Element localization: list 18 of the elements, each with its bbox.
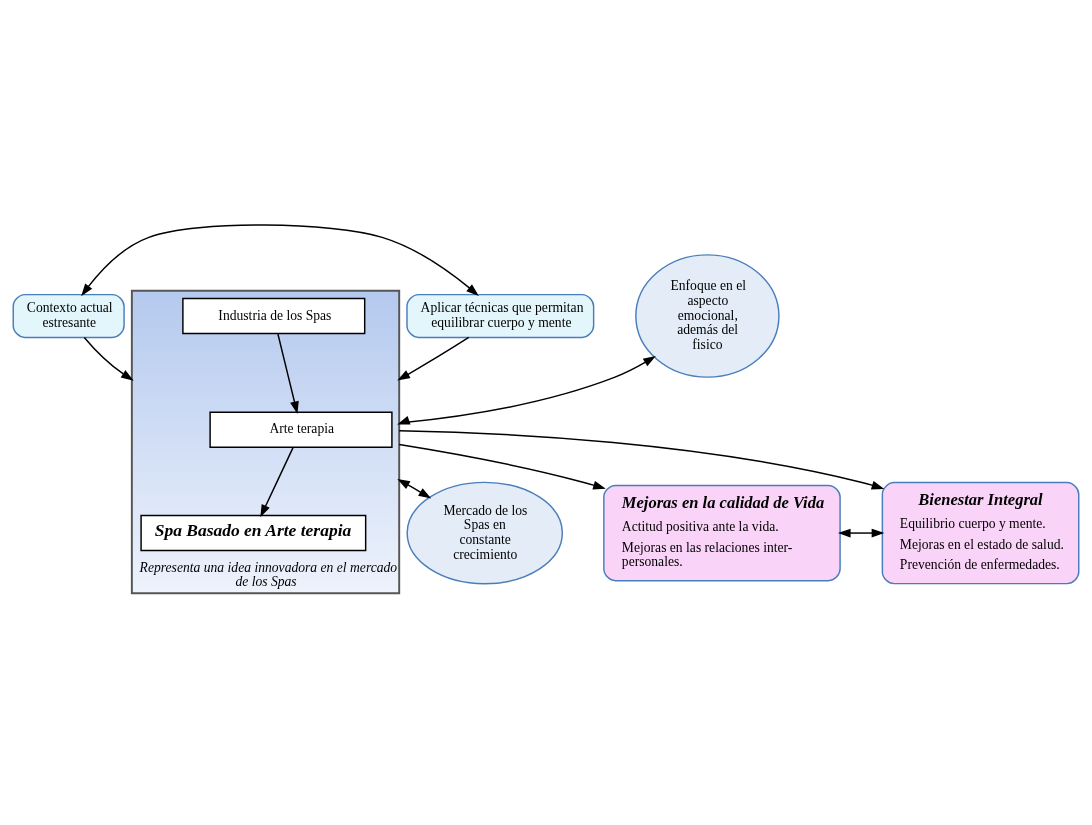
node-box: Arte terapia	[209, 410, 393, 448]
arrow	[398, 443, 606, 489]
arrow	[397, 336, 470, 380]
node-box: Contexto actual estresante	[12, 293, 125, 338]
arrow	[277, 332, 299, 414]
arrow	[837, 528, 885, 537]
node-box: Industria de los Spas	[182, 297, 366, 334]
arrow	[397, 355, 656, 424]
arrow	[398, 429, 885, 489]
node-box: Bienestar Integral Equilibrio cuerpo y mente. Mejoras en el estado de salud. Prevención de enfermedades.	[881, 481, 1080, 584]
arrow	[83, 336, 134, 381]
node-box: Mejoras en la calidad de Vida Actitud positiva ante la vida. Mejoras en las relaciones inter- personales.	[603, 484, 841, 581]
arrow	[260, 446, 294, 517]
node-box: Aplicar técnicas que permitan equilibrar cuerpo y mente	[406, 293, 595, 338]
node-box: Spa Basado en Arte terapia	[140, 514, 367, 551]
node-ellipse: Enfoque en el aspecto emocional, además del fisico	[635, 253, 780, 378]
arrow	[397, 478, 432, 498]
arrow	[81, 223, 479, 296]
